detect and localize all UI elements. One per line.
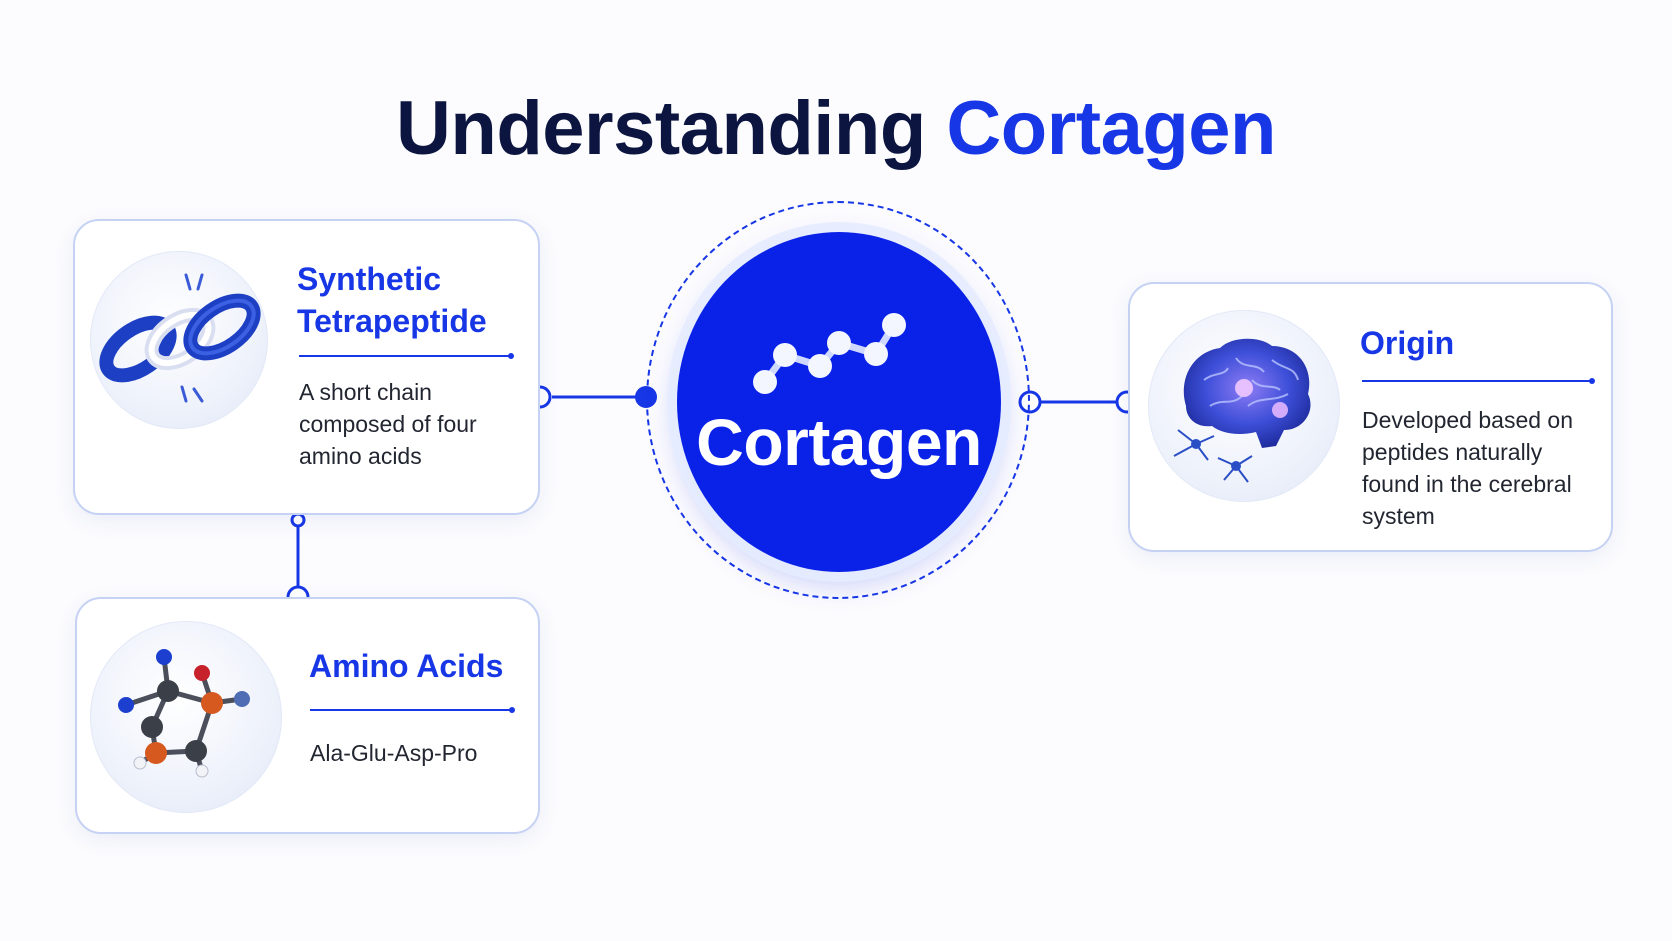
molecule-icon <box>90 621 282 813</box>
card-title: Amino Acids <box>309 648 504 684</box>
card-description: Ala-Glu-Asp-Pro <box>310 740 478 766</box>
title-main: Understanding <box>396 85 926 171</box>
card-divider <box>299 353 514 359</box>
connector-node-synthetic-bottom <box>290 512 306 528</box>
hub-label: Cortagen <box>696 405 982 479</box>
card-origin: Origin Developed based on peptides natur… <box>1128 282 1613 552</box>
peptide-chain-icon <box>753 313 906 394</box>
title-accent: Cortagen <box>946 85 1276 171</box>
card-title: Origin <box>1360 325 1455 361</box>
chain-link-icon <box>90 251 268 429</box>
card-divider <box>1362 378 1595 384</box>
card-description: A short chain composed of four amino aci… <box>299 379 477 469</box>
card-amino-acids: Amino Acids Ala-Glu-Asp-Pro <box>75 597 540 834</box>
card-synthetic-tetrapeptide: Synthetic Tetrapeptide A short chain com… <box>73 219 540 515</box>
hub-circle: Cortagen <box>677 232 1001 572</box>
brain-icon <box>1148 310 1340 502</box>
hub-dashed-ring <box>646 201 1030 599</box>
card-divider <box>310 707 515 713</box>
card-description: Developed based on peptides naturally fo… <box>1362 407 1573 529</box>
card-title: Synthetic Tetrapeptide <box>297 261 487 339</box>
page-title: Understanding Cortagen <box>0 85 1672 172</box>
